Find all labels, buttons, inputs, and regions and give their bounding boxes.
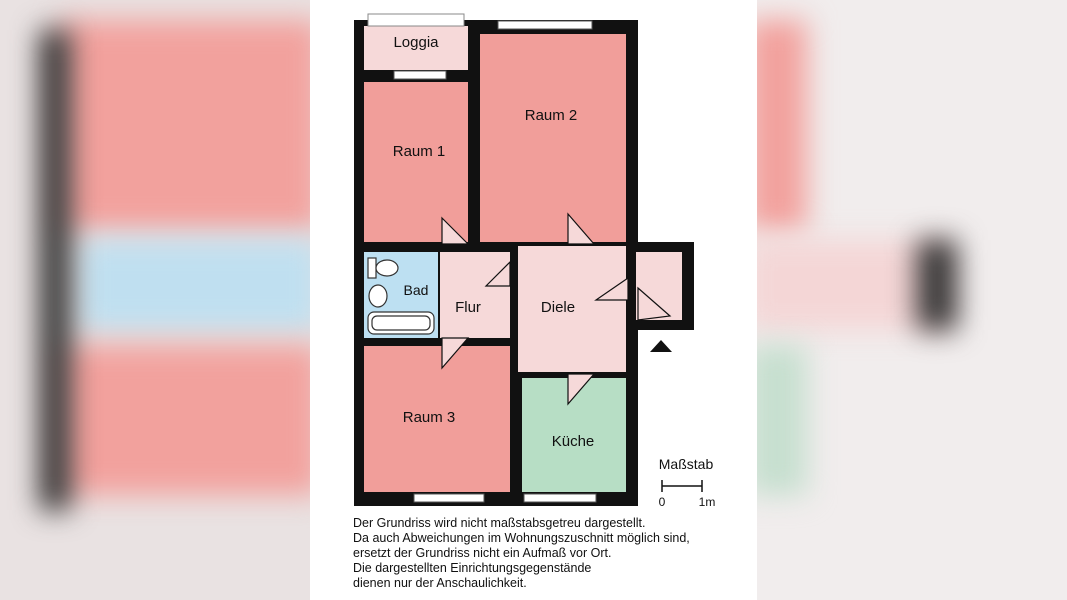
scale-bar [661, 480, 703, 492]
flur-label: Flur [455, 299, 481, 316]
flur-room [440, 252, 510, 338]
toilet-icon [375, 259, 399, 277]
scale-end: 1m [699, 495, 716, 509]
disclaimer-line: dienen nur der Anschaulichkeit. [353, 576, 527, 590]
door-swings [441, 212, 672, 406]
floor-plan: Loggia Raum 2 Raum 1 Bad Flur Diele Raum… [354, 13, 716, 509]
loggia-label: Loggia [393, 34, 439, 51]
loggia-room [364, 26, 468, 70]
blurred-background-right [757, 0, 1067, 600]
floor-plan-page: Loggia Raum 2 Raum 1 Bad Flur Diele Raum… [310, 0, 757, 600]
diele-label: Diele [541, 299, 575, 316]
disclaimer-line: Der Grundriss wird nicht maßstabsgetreu … [353, 516, 646, 530]
sink-icon [368, 284, 388, 308]
kueche-label: Küche [552, 433, 595, 450]
raum-2-room [480, 34, 626, 242]
scale-start: 0 [659, 495, 666, 509]
disclaimer-line: Die dargestellten Einrichtungsgegenständ… [353, 561, 592, 575]
disclaimer-line: ersetzt der Grundriss nicht ein Aufmaß v… [353, 546, 612, 560]
disclaimer-text: Der Grundriss wird nicht maßstabsgetreu … [353, 516, 753, 591]
toilet-tank-icon [367, 257, 377, 279]
loggia-rail [367, 13, 465, 27]
raum-1-label: Raum 1 [393, 143, 446, 160]
disclaimer-line: Da auch Abweichungen im Wohnungszuschnit… [353, 531, 690, 545]
entrance-arrow-icon [650, 340, 672, 352]
raum-3-room [364, 346, 510, 492]
scale-title: Maßstab [659, 456, 714, 472]
bad-label: Bad [404, 282, 429, 298]
raum-2-label: Raum 2 [525, 107, 578, 124]
windows [393, 20, 597, 503]
raum-3-label: Raum 3 [403, 409, 456, 426]
raum-1-room [364, 82, 468, 242]
diele-room [518, 246, 626, 372]
blurred-background-left [0, 0, 310, 600]
bathroom-fixtures [367, 257, 435, 335]
